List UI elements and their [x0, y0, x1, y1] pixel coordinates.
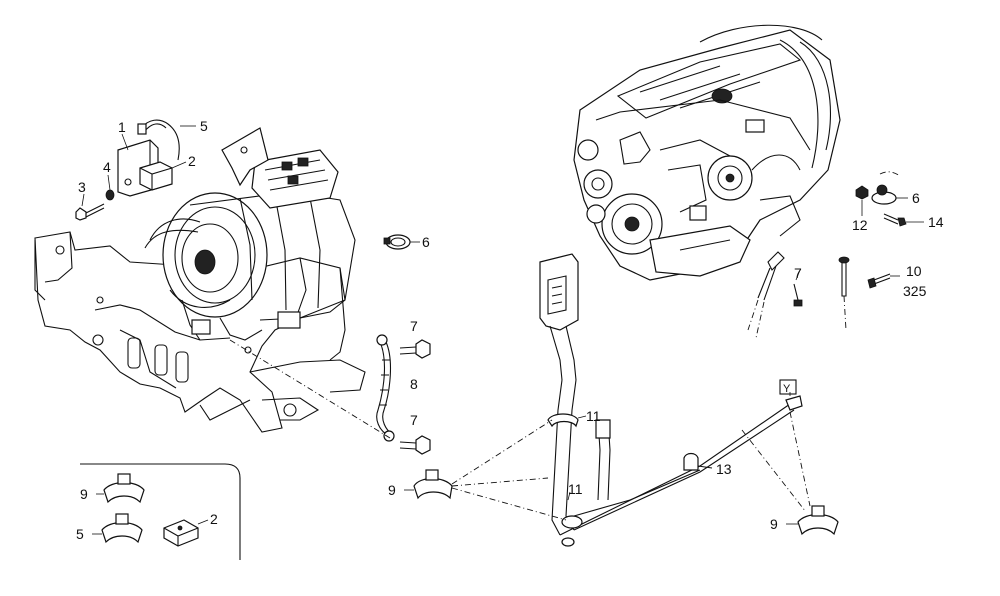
- ground-strap-drawing: [376, 334, 395, 442]
- callout-8: 8: [410, 376, 418, 392]
- callout-4: 4: [103, 159, 111, 175]
- callout-11: 11: [568, 481, 583, 497]
- hose-clamp-drawing: [383, 234, 420, 250]
- callout-1: 1: [118, 119, 126, 135]
- callout-2: 2: [210, 511, 218, 527]
- rubber-pad-drawing: [163, 519, 209, 547]
- bolt-drawing: [399, 339, 431, 455]
- bolt-drawing: [883, 213, 924, 227]
- rubber-pad-drawing: [139, 161, 187, 191]
- cable-tie-drawing: [137, 119, 196, 161]
- hose-clamp-drawing: [96, 473, 145, 504]
- callout-9: 9: [388, 482, 396, 498]
- washer-drawing: [105, 174, 115, 201]
- callout-9: 9: [80, 486, 88, 502]
- callout-9: 9: [770, 516, 778, 532]
- callout-14: 14: [928, 214, 944, 230]
- callout-7: 7: [410, 412, 418, 428]
- vehicle-frame-drawing: [34, 231, 366, 433]
- bolt-drawing: [75, 193, 105, 221]
- gearbox-assembly-drawing: [144, 127, 356, 341]
- callout-6: 6: [912, 190, 920, 206]
- hose-clamp-drawing: [92, 513, 143, 544]
- sensor-drawing: [747, 251, 803, 339]
- callout-11: 11: [586, 408, 601, 424]
- sensor-drawing: [838, 256, 900, 331]
- callout-3: 3: [78, 179, 86, 195]
- callout-12: 12: [852, 217, 868, 233]
- hose-clamp-drawing: [404, 469, 453, 500]
- callout-13: 13: [716, 461, 732, 477]
- callout-5: 5: [200, 118, 208, 134]
- hose-clamp-drawing: [786, 505, 839, 536]
- sensor-drawing: [871, 171, 908, 205]
- callout-325: 325: [903, 283, 927, 299]
- reference-box: [779, 379, 797, 395]
- callout-2: 2: [188, 153, 196, 169]
- nut-drawing: [855, 185, 869, 216]
- callout-5: 5: [76, 526, 84, 542]
- callout-10: 10: [906, 263, 922, 279]
- reference-letter-y: Y: [783, 383, 791, 395]
- inset-box: [80, 463, 241, 560]
- callout-7: 7: [410, 318, 418, 334]
- engine-assembly-drawing: [573, 24, 841, 281]
- callout-6: 6: [422, 234, 430, 250]
- callout-7: 7: [794, 265, 802, 281]
- wiring-harness-drawing: [539, 253, 803, 547]
